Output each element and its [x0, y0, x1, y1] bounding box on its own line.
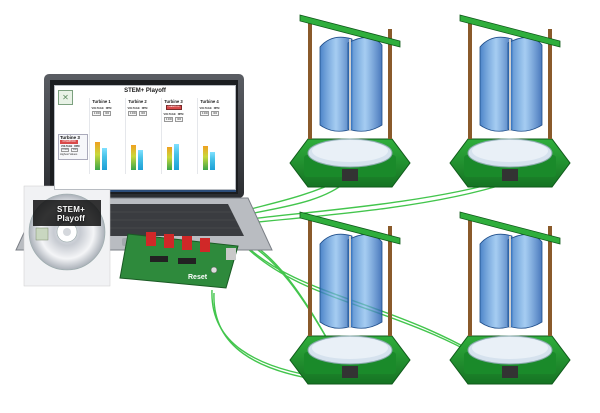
turbine-name: Turbine 4 — [200, 99, 219, 104]
voltage-header: VOLTAGE — [163, 113, 176, 116]
app-title: STEM+ Playoff — [124, 88, 166, 94]
turbine-name: Turbine 1 — [92, 99, 111, 104]
voltage-meter-bar — [131, 145, 136, 170]
leader-badge: CHAMPION — [60, 140, 78, 144]
rpm-value: 000 — [71, 147, 79, 152]
rpm-value: 000 — [211, 111, 219, 116]
rpm-header: RPM — [177, 113, 184, 116]
voltage-header: VOLTAGE — [127, 107, 140, 110]
rpm-meter-bar — [174, 144, 179, 170]
rpm-meter-bar — [210, 152, 215, 170]
leader-footer: Highest Values — [60, 152, 78, 156]
meter-bars — [95, 130, 107, 170]
laptop-screen-app: ✕ STEM+ Playoff Turbine 1 VOLTAGE RPM 0.… — [54, 85, 236, 190]
wind-turbine-4 — [449, 211, 571, 385]
leader-title: Turbine 3 — [60, 135, 80, 140]
voltage-meter-bar — [95, 142, 100, 170]
rpm-value: 000 — [103, 111, 111, 116]
champion-badge: CHAMPION — [165, 105, 182, 110]
voltage-meter-bar — [167, 147, 172, 170]
rpm-header: RPM — [141, 107, 148, 110]
rpm-header: RPM — [105, 107, 112, 110]
wind-turbine-2 — [449, 14, 571, 188]
turbine-panel-3: Turbine 3 CHAMPION VOLTAGE RPM 0.000 000 — [161, 98, 185, 174]
voltage-value: 0.000 — [92, 111, 102, 116]
meter-bars — [203, 130, 215, 170]
software-cd — [23, 185, 111, 287]
meter-bars — [167, 130, 179, 170]
reset-button[interactable]: Reset — [188, 274, 208, 281]
voltage-header: VOLTAGE — [91, 107, 104, 110]
turbine-name: Turbine 3 — [164, 99, 183, 104]
rpm-header: RPM — [213, 107, 220, 110]
rpm-header: RPM — [74, 144, 80, 148]
rpm-meter-bar — [102, 148, 107, 170]
voltage-value: 0.000 — [200, 111, 210, 116]
interface-board — [119, 232, 239, 289]
meter-bars — [131, 130, 143, 170]
voltage-header: VOLTAGE — [199, 107, 212, 110]
leader-panel: Turbine 3 CHAMPION VOLTAGE RPM 0.000 000… — [58, 134, 88, 160]
wind-turbine-1 — [289, 14, 411, 188]
voltage-value: 0.000 — [61, 147, 70, 152]
app-logo-icon: ✕ — [58, 90, 73, 105]
rpm-meter-bar — [138, 150, 143, 170]
cd-title: STEM+ Playoff — [56, 205, 86, 223]
turbine-panel-2: Turbine 2 VOLTAGE RPM 0.000 000 — [125, 98, 149, 174]
wind-turbine-3 — [289, 211, 411, 385]
rpm-value: 000 — [139, 111, 147, 116]
voltage-header: VOLTAGE — [61, 144, 73, 148]
voltage-value: 0.000 — [128, 111, 138, 116]
turbine-panel-1: Turbine 1 VOLTAGE RPM 0.000 000 — [89, 98, 113, 174]
voltage-meter-bar — [203, 146, 208, 170]
turbine-panel-4: Turbine 4 VOLTAGE RPM 0.000 000 — [197, 98, 221, 174]
rpm-value: 000 — [175, 117, 183, 122]
voltage-value: 0.000 — [164, 117, 174, 122]
turbine-name: Turbine 2 — [128, 99, 147, 104]
